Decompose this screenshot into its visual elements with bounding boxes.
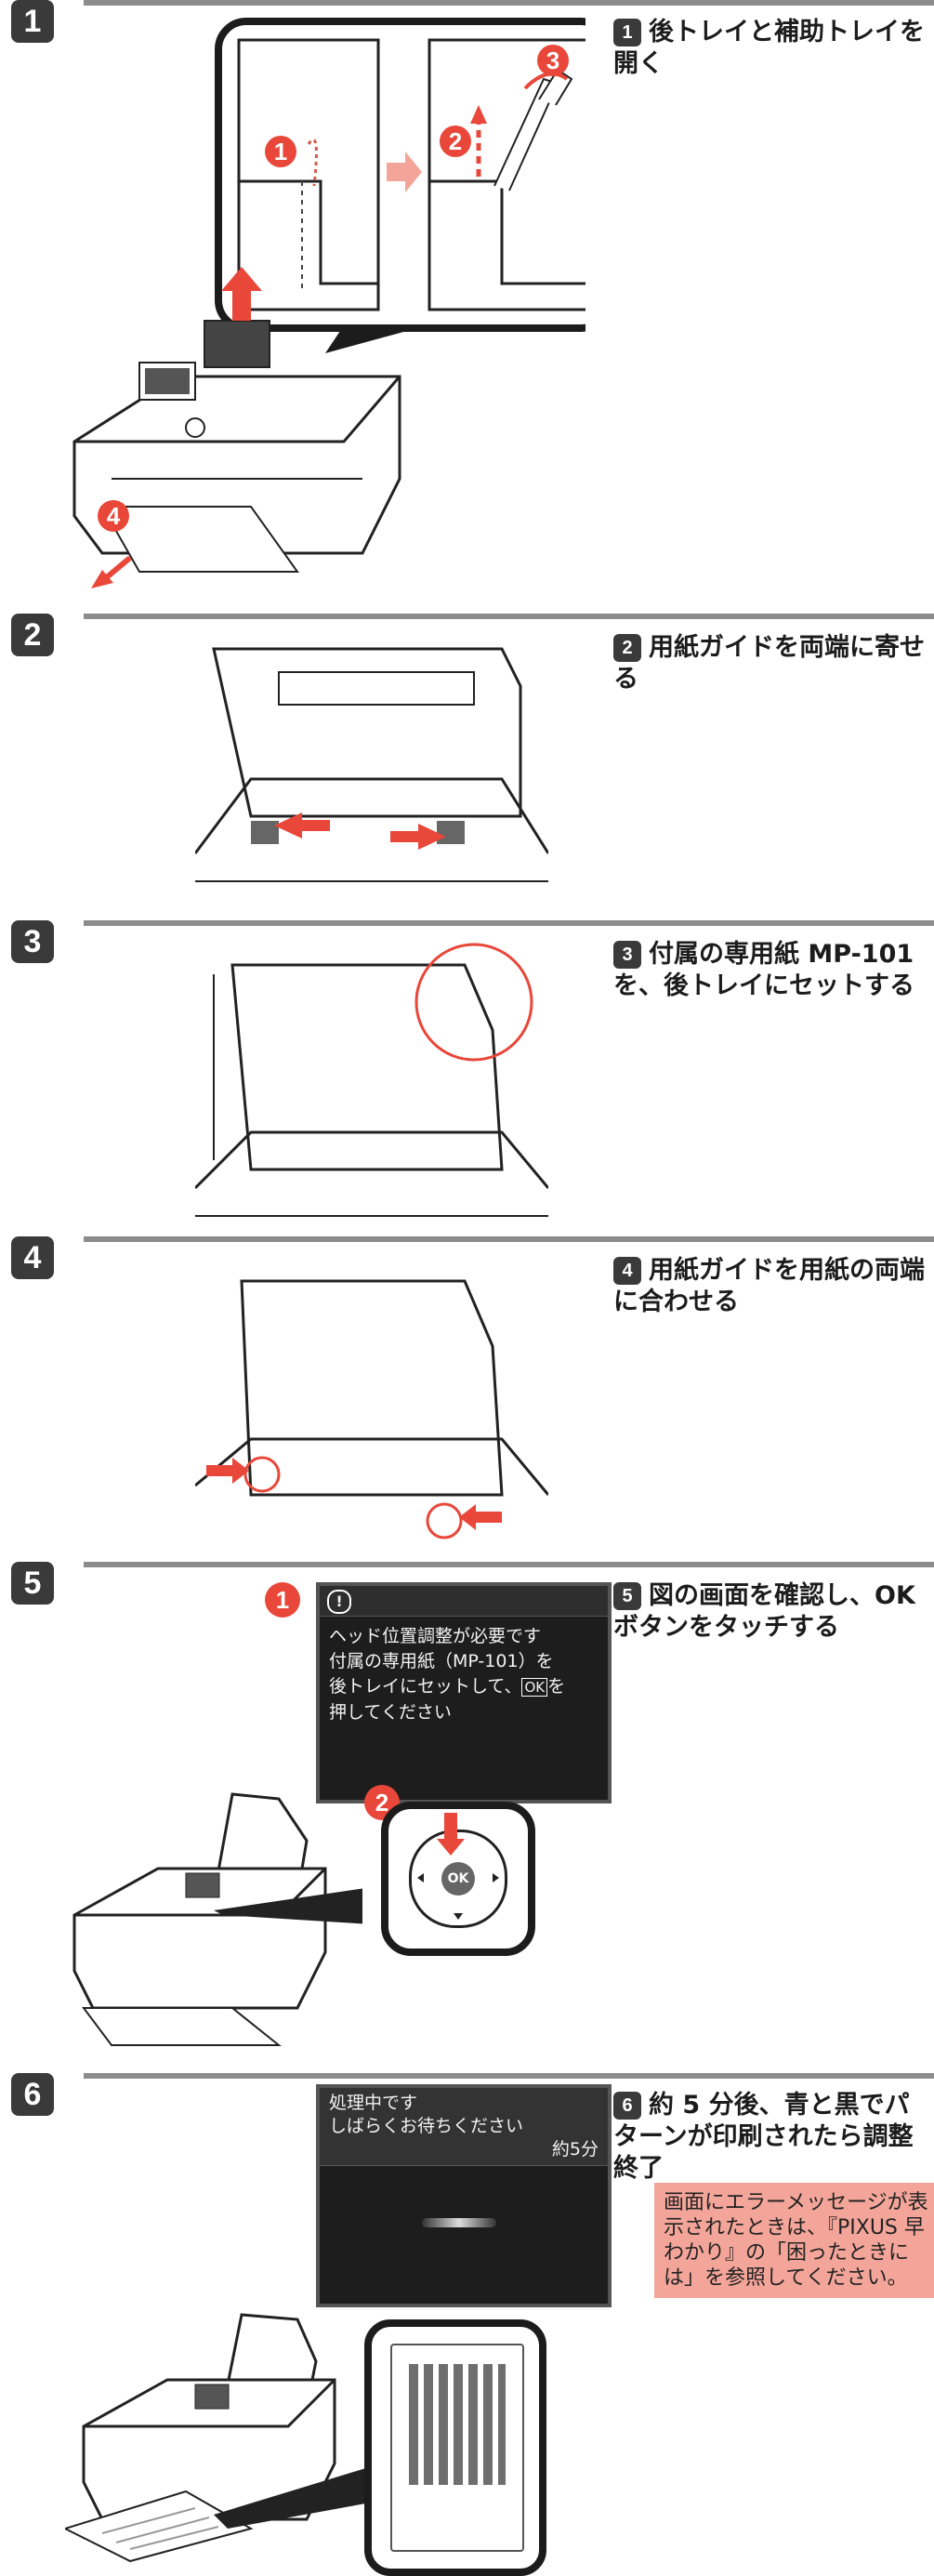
step-badge: 2: [613, 634, 641, 662]
printer-lcd-screen: 処理中です しばらくお待ちください 約5分: [316, 2084, 612, 2307]
arrow-left-icon: [417, 1873, 424, 1882]
arrow-left-in: [459, 1504, 502, 1530]
next-arrow: [387, 152, 422, 192]
screen-line-4: 押してください: [329, 1702, 452, 1723]
instruction-text: 約 5 分後、青と黒でパターンが印刷されたら調整終了: [613, 2091, 914, 2183]
section-rule: [84, 614, 934, 619]
step-number: 4: [11, 1236, 54, 1279]
pattern-blocks: [409, 2364, 506, 2485]
arrow-right: [390, 824, 446, 850]
ok-button[interactable]: OK: [441, 1862, 475, 1896]
step-1-illustration: 1 2 3 4: [72, 18, 585, 588]
press-arrow-head: [437, 1839, 465, 1856]
arrow-down-icon: [454, 1913, 463, 1920]
callout-1: [265, 136, 296, 167]
instruction-text: 付属の専用紙 MP-101 を、後トレイにセットする: [613, 940, 914, 1000]
step-badge: 3: [613, 941, 641, 969]
step-badge: 6: [613, 2092, 641, 2120]
screen-line-3: 後トレイにセットして、: [329, 1676, 522, 1697]
section-rule: [84, 0, 934, 6]
section-rule: [84, 920, 934, 926]
screen-line-2: 付属の専用紙（MP-101）を: [329, 1651, 554, 1671]
callout-4: [98, 500, 129, 532]
paper-sheet: [230, 963, 504, 1171]
step-badge: 5: [613, 1582, 641, 1610]
screen-line-2: しばらくお待ちください: [329, 2116, 524, 2136]
callout-3: [537, 45, 569, 76]
callout-2-label: 2: [449, 127, 462, 155]
callout-2: [440, 125, 471, 157]
progress-indicator: [422, 2218, 496, 2227]
step-2-illustration: [195, 647, 548, 882]
callout-1-label: 1: [274, 138, 287, 165]
step-number: 6: [11, 2073, 54, 2116]
printer-lcd-screen: ! ヘッド位置調整が必要です 付属の専用紙（MP-101）を 後トレイにセットし…: [316, 1582, 612, 1803]
callout-4-label: 4: [107, 502, 121, 530]
step-3-illustration: [195, 943, 548, 1217]
button-zoom-frame: OK: [381, 1802, 535, 1956]
arrow-right-icon: [493, 1873, 499, 1882]
arrow-right-in: [206, 1458, 249, 1484]
step-4-illustration: [195, 1279, 548, 1539]
ok-key-icon: OK: [521, 1678, 548, 1697]
screen-header: !: [320, 1586, 608, 1617]
step-5-printer-illustration: [72, 1792, 362, 2046]
step-number: 3: [11, 920, 54, 963]
printed-pattern: [390, 2344, 524, 2552]
callout-1: 1: [265, 1582, 300, 1618]
instruction-text: 用紙ガイドを両端に寄せる: [613, 633, 925, 694]
step-6-printer-illustration: [65, 2313, 381, 2563]
step-number: 2: [11, 614, 54, 656]
instruction-text: 後トレイと補助トレイを開く: [613, 18, 925, 78]
section-rule: [84, 2073, 934, 2079]
alert-icon: !: [327, 1590, 351, 1614]
section-rule: [84, 1562, 934, 1567]
highlight-circle: [414, 943, 533, 1062]
press-arrow: [444, 1813, 457, 1841]
instruction-text: 用紙ガイドを用紙の両端に合わせる: [613, 1256, 925, 1316]
error-note: 画面にエラーメッセージが表示されたときは、『PIXUS 早わかり』の「困ったとき…: [654, 2183, 934, 2298]
screen-line-3-tail: を: [547, 1676, 566, 1697]
callout-3-label: 3: [546, 46, 559, 74]
section-rule: [84, 1236, 934, 1242]
step-number: 5: [11, 1562, 54, 1605]
printout-zoom-frame: [364, 2319, 546, 2576]
arrow-left: [274, 812, 330, 839]
instruction-text: 図の画面を確認し、OK ボタンをタッチする: [613, 1581, 915, 1642]
screen-line-1: ヘッド位置調整が必要です: [329, 1626, 542, 1646]
screen-line-1: 処理中です: [329, 2093, 418, 2113]
step-badge: 4: [613, 1257, 641, 1285]
zoom-panel-1: [237, 38, 380, 311]
step-badge: 1: [613, 19, 641, 46]
step-number: 1: [11, 0, 54, 43]
time-remaining: 約5分: [551, 2139, 599, 2160]
